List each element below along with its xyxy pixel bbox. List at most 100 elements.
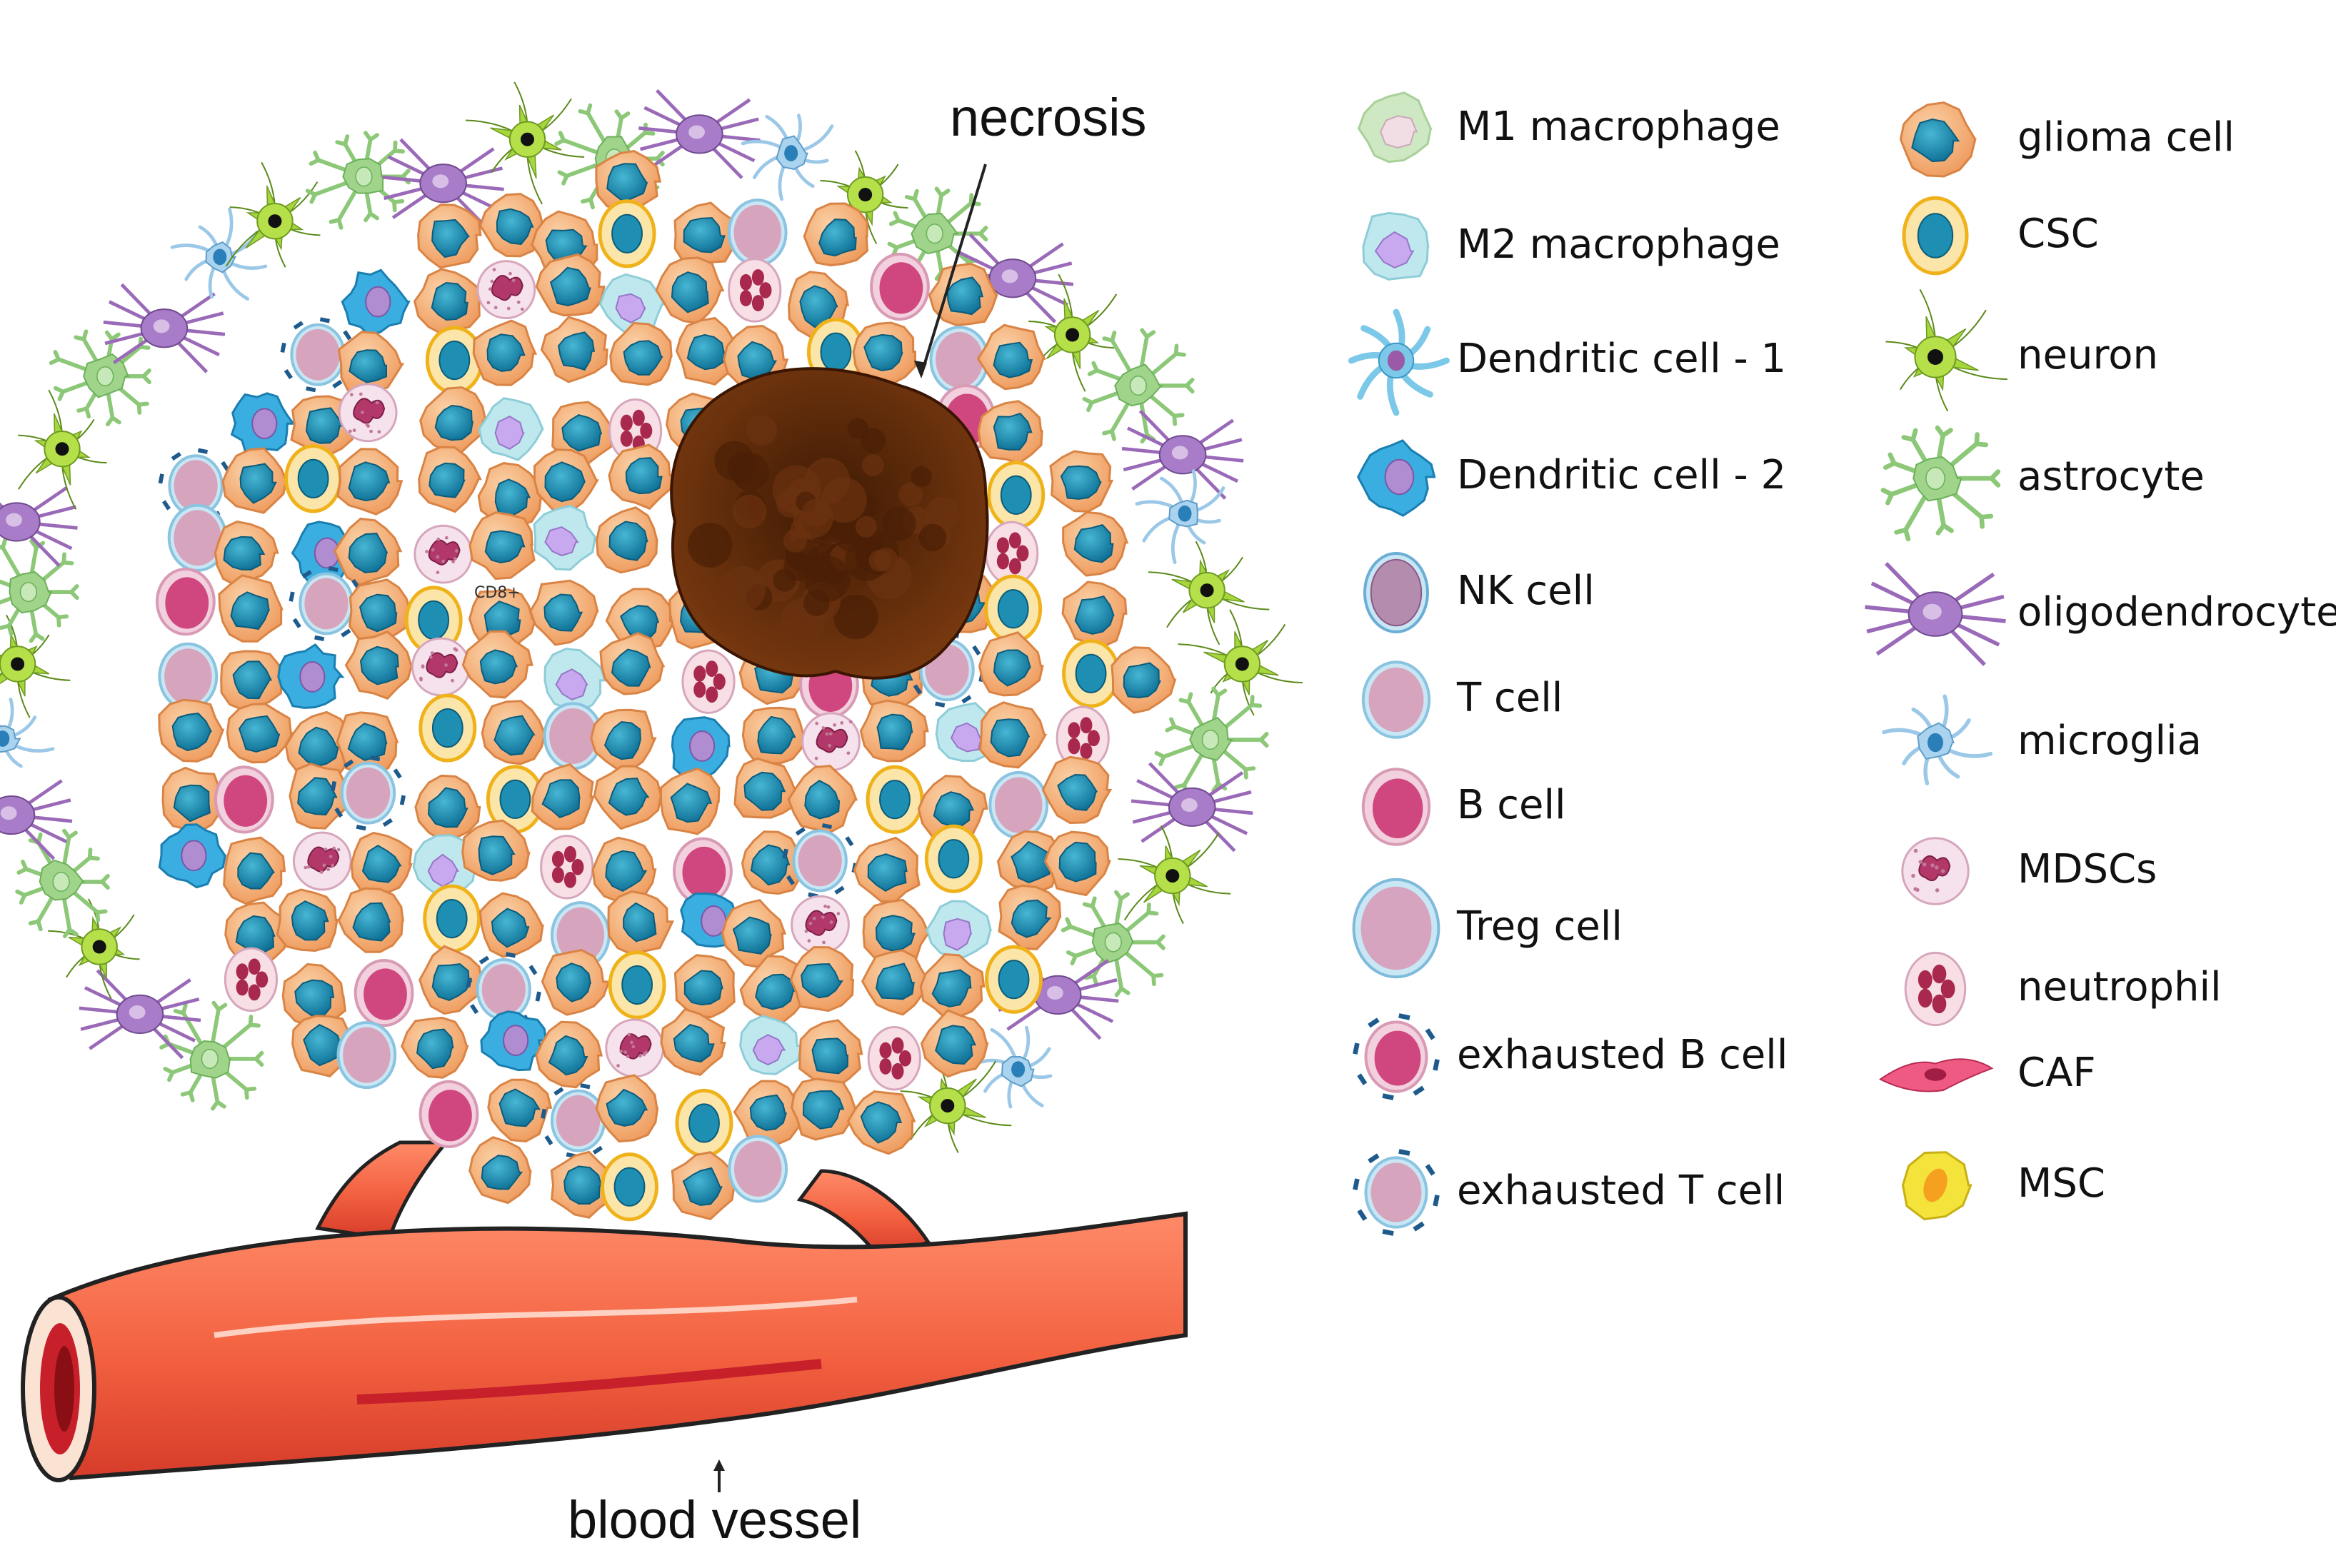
scene-glioma-cell-icon: [531, 763, 595, 830]
scene-neuron-icon: [465, 81, 585, 205]
scene-glioma-cell-icon: [336, 711, 399, 775]
scene-mdsc-icon: [476, 260, 536, 320]
scene-glioma-cell-icon: [417, 203, 482, 269]
scene-glioma-cell-icon: [336, 448, 403, 516]
neutrophil-icon: [1904, 951, 1967, 1027]
scene-glioma-cell-icon: [739, 955, 808, 1024]
legend-left-item-9: exhausted T cell: [1457, 1167, 1785, 1214]
scene-neutrophil-icon: [867, 1026, 921, 1091]
scene-m2-macrophage-icon: [926, 900, 993, 960]
scene-astrocyte-icon: [49, 329, 151, 427]
legend-icons: [1348, 91, 2007, 1236]
scene-glioma-cell-icon: [998, 884, 1062, 950]
scene-glioma-cell-icon: [608, 443, 674, 511]
legend-left-item-4: NK cell: [1457, 568, 1595, 614]
scene-glioma-cell-icon: [599, 632, 666, 695]
scene-glioma-cell-icon: [996, 830, 1067, 893]
scene-astrocyte-icon: [305, 131, 411, 230]
scene-glioma-cell-icon: [418, 446, 482, 513]
scene-glioma-cell-icon: [414, 774, 481, 842]
scene-csc-icon: [1062, 639, 1121, 708]
scene-oligodendrocyte-icon: [0, 779, 73, 860]
scene-mdsc-icon: [338, 383, 398, 443]
scene-glioma-cell-icon: [605, 588, 676, 655]
scene-glioma-cell-icon: [920, 1009, 989, 1078]
scene-exhausted-t-cell-icon: [330, 755, 406, 831]
scene-mdsc-icon: [605, 1018, 665, 1078]
scene-astrocyte-icon: [1061, 890, 1166, 997]
scene-glioma-cell-icon: [289, 763, 353, 830]
scene-glioma-cell-icon: [803, 202, 869, 267]
scene-glioma-cell-icon: [733, 1080, 804, 1146]
scene-csc-icon: [423, 884, 481, 953]
scene-microglia-icon: [0, 698, 55, 768]
scene-neuron-icon: [1118, 825, 1231, 924]
scene-csc-icon: [985, 945, 1043, 1014]
nk-cell-icon: [1363, 552, 1429, 633]
scene-glioma-cell-icon: [591, 836, 657, 903]
scene-glioma-cell-icon: [472, 319, 538, 386]
scene-mdsc-icon: [411, 637, 471, 697]
legend-right-item-8: CAF: [2017, 1050, 2096, 1096]
scene-glioma-cell-icon: [741, 706, 810, 765]
scene-dendritic-cell-2-icon: [158, 823, 227, 889]
scene-glioma-cell-icon: [861, 949, 931, 1016]
necrosis-texture: [687, 415, 960, 643]
scene-csc-icon: [675, 1088, 733, 1158]
scene-glioma-cell-icon: [221, 447, 289, 514]
scene-glioma-cell-icon: [595, 506, 658, 574]
scene-glioma-cell-icon: [607, 890, 675, 955]
scene-glioma-cell-icon: [928, 262, 998, 327]
scene-glioma-cell-icon: [535, 253, 606, 317]
scene-glioma-cell-icon: [218, 574, 284, 643]
scene-csc-icon: [924, 824, 983, 893]
microglia-icon: [1882, 694, 1993, 785]
legend-right-item-6: MDSCs: [2017, 846, 2157, 893]
scene-b-cell-icon: [155, 568, 216, 636]
scene-glioma-cell-icon: [418, 945, 485, 1015]
scene-neuron-icon: [18, 389, 107, 510]
scene-glioma-cell-icon: [789, 946, 854, 1012]
treg-cell-icon: [1352, 878, 1440, 979]
scene-glioma-cell-icon: [478, 892, 544, 958]
scene-glioma-cell-icon: [533, 448, 599, 516]
exhausted-t-cell-icon: [1353, 1149, 1440, 1236]
scene-csc-icon: [601, 1152, 659, 1222]
scene-glioma-cell-icon: [655, 256, 725, 325]
necrosis-label: necrosis: [950, 88, 1147, 147]
scene-oligodendrocyte-icon: [1121, 409, 1244, 500]
scene-glioma-cell-icon: [487, 1078, 553, 1143]
scene-glioma-cell-icon: [214, 521, 279, 587]
scene-glioma-cell-icon: [541, 949, 611, 1016]
scene-microglia-icon: [741, 114, 834, 201]
scene-astrocyte-icon: [15, 828, 110, 938]
m2-macrophage-icon: [1362, 211, 1430, 281]
scene-dendritic-cell-2-icon: [291, 521, 359, 583]
scene-glioma-cell-icon: [551, 401, 617, 465]
scene-b-cell-icon: [214, 765, 274, 834]
dendritic-cell-2-icon: [1357, 439, 1436, 517]
scene-glioma-cell-icon: [281, 963, 346, 1028]
cd8-tag: CD8+: [474, 584, 521, 602]
scene-neutrophil-icon: [540, 835, 594, 900]
scene-csc-icon: [984, 574, 1043, 643]
scene-glioma-cell-icon: [461, 630, 533, 699]
scene-csc-icon: [418, 693, 477, 763]
legend-left-item-1: M2 macrophage: [1457, 221, 1780, 268]
scene-astrocyte-icon: [1082, 328, 1195, 444]
scene-glioma-cell-icon: [158, 698, 225, 763]
scene-neutrophil-icon: [1056, 705, 1110, 770]
scene-neutrophil-icon: [224, 947, 279, 1012]
scene-glioma-cell-icon: [226, 703, 294, 764]
scene-neuron-icon: [0, 614, 71, 718]
scene-glioma-cell-icon: [337, 331, 405, 397]
scene-glioma-cell-icon: [733, 757, 797, 819]
scene-dendritic-cell-2-icon: [230, 392, 296, 455]
scene-glioma-cell-icon: [276, 888, 339, 953]
scene-glioma-cell-icon: [528, 579, 599, 646]
scene-astrocyte-icon: [159, 1000, 264, 1111]
scene-glioma-cell-icon: [344, 630, 413, 700]
scene-neutrophil-icon: [681, 649, 736, 714]
scene-microglia-icon: [980, 1025, 1053, 1109]
scene-mdsc-icon: [801, 712, 861, 772]
